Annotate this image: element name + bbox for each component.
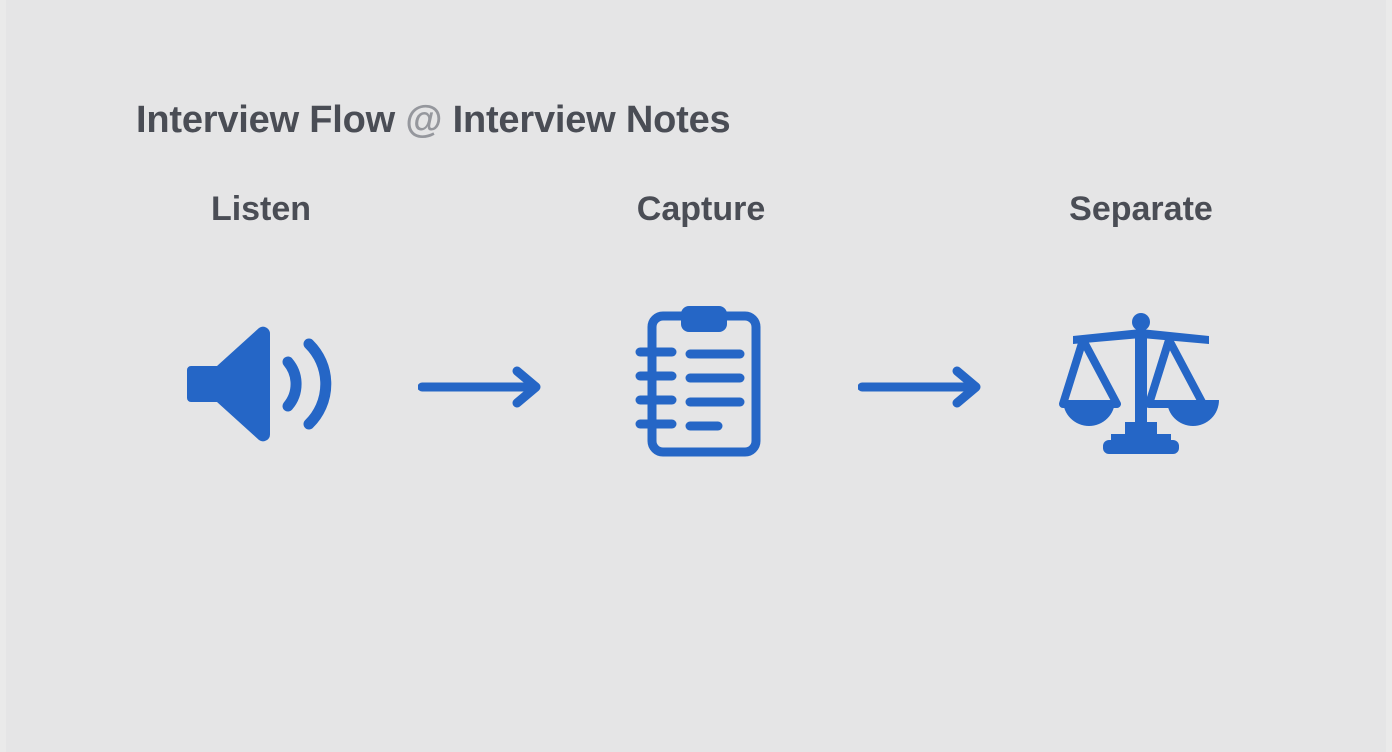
right-edge-strip — [1386, 0, 1392, 752]
speaker-volume-icon — [187, 304, 335, 464]
flow-step-label: Listen — [210, 190, 312, 228]
flow-step-label: Capture — [636, 190, 766, 228]
page-title-prefix: Interview Flow — [136, 99, 396, 141]
flow-connector-2 — [839, 366, 1004, 413]
flow-step-capture: Capture — [576, 170, 826, 464]
balance-scales-icon — [1059, 304, 1223, 464]
left-edge-strip — [0, 0, 6, 752]
at-symbol: @ — [405, 99, 443, 141]
clipboard-notes-icon — [634, 304, 768, 464]
flow-step-separate: Separate — [1016, 170, 1266, 464]
flow-step-listen: Listen — [136, 170, 386, 464]
arrow-right-icon — [857, 366, 984, 413]
page-title-suffix: Interview Notes — [452, 99, 731, 141]
flow-diagram: Listen Cap — [136, 170, 1266, 490]
arrow-right-icon — [417, 366, 544, 413]
flow-connector-1 — [399, 366, 564, 413]
page-title: Interview Flow @ Interview Notes — [136, 99, 731, 142]
flow-step-label: Separate — [1069, 190, 1213, 228]
